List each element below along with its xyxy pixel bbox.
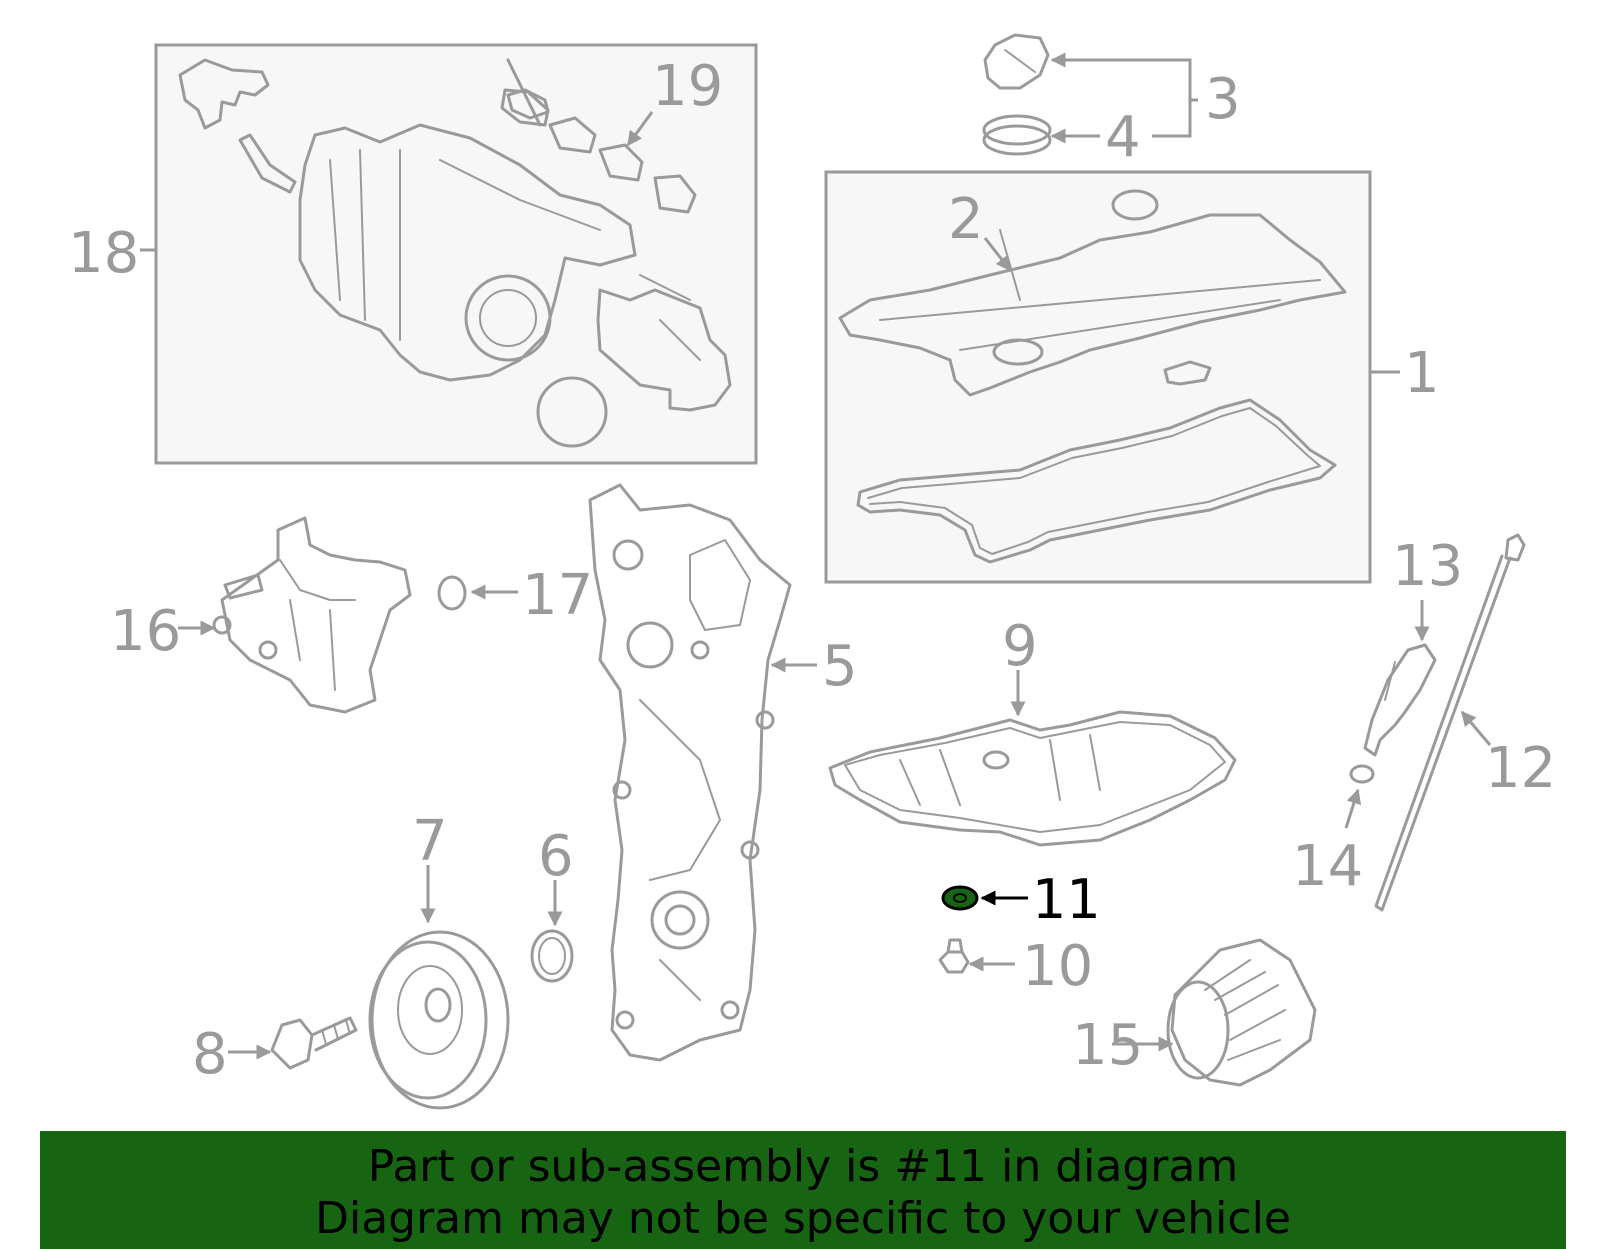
valve-cover-box xyxy=(824,170,1372,584)
intake-manifold xyxy=(178,58,732,448)
callout-13: 13 xyxy=(1392,534,1463,599)
intake-manifold-box xyxy=(154,43,758,465)
callout-6: 6 xyxy=(538,824,574,889)
leader-lines xyxy=(140,52,1492,1060)
callout-5: 5 xyxy=(822,634,858,699)
drain-plug-10 xyxy=(938,938,970,974)
callout-2: 2 xyxy=(948,187,984,252)
seal-6 xyxy=(530,929,574,983)
callout-3: 3 xyxy=(1205,67,1241,132)
drain-plug-gasket-11 xyxy=(941,885,979,911)
dipstick-guide-13 xyxy=(1363,643,1437,757)
callout-1: 1 xyxy=(1404,341,1440,406)
callout-19: 19 xyxy=(652,54,723,119)
ring-14 xyxy=(1349,764,1375,784)
crankshaft-pulley xyxy=(368,930,510,1110)
callout-7: 7 xyxy=(412,809,448,874)
oil-filler-cap xyxy=(982,33,1052,156)
banner-line-1: Part or sub-assembly is #11 in diagram xyxy=(367,1141,1239,1192)
callout-17: 17 xyxy=(522,563,593,628)
bolt-8 xyxy=(270,1016,358,1070)
callout-4: 4 xyxy=(1105,105,1141,170)
callout-14: 14 xyxy=(1292,834,1363,899)
housing-16 xyxy=(212,516,412,714)
callout-9: 9 xyxy=(1002,614,1038,679)
callout-15: 15 xyxy=(1072,1013,1143,1078)
callout-16: 16 xyxy=(110,599,181,664)
seal-17 xyxy=(437,575,467,611)
callout-11: 11 xyxy=(1032,868,1101,931)
callout-10: 10 xyxy=(1022,934,1093,999)
parts-diagram: 1 2 3 4 5 6 7 8 9 10 11 12 13 14 15 16 1… xyxy=(68,33,1556,1110)
timing-cover xyxy=(588,483,792,1062)
callout-18: 18 xyxy=(68,221,139,286)
callout-8: 8 xyxy=(192,1022,228,1087)
info-banner: Part or sub-assembly is #11 in diagram D… xyxy=(40,1131,1566,1249)
valve-cover xyxy=(838,189,1347,564)
oil-filter xyxy=(1166,938,1317,1087)
dipstick-12 xyxy=(1374,533,1526,912)
oil-pan xyxy=(828,710,1237,847)
banner-line-2: Diagram may not be specific to your vehi… xyxy=(315,1193,1291,1244)
callout-12: 12 xyxy=(1485,736,1556,801)
